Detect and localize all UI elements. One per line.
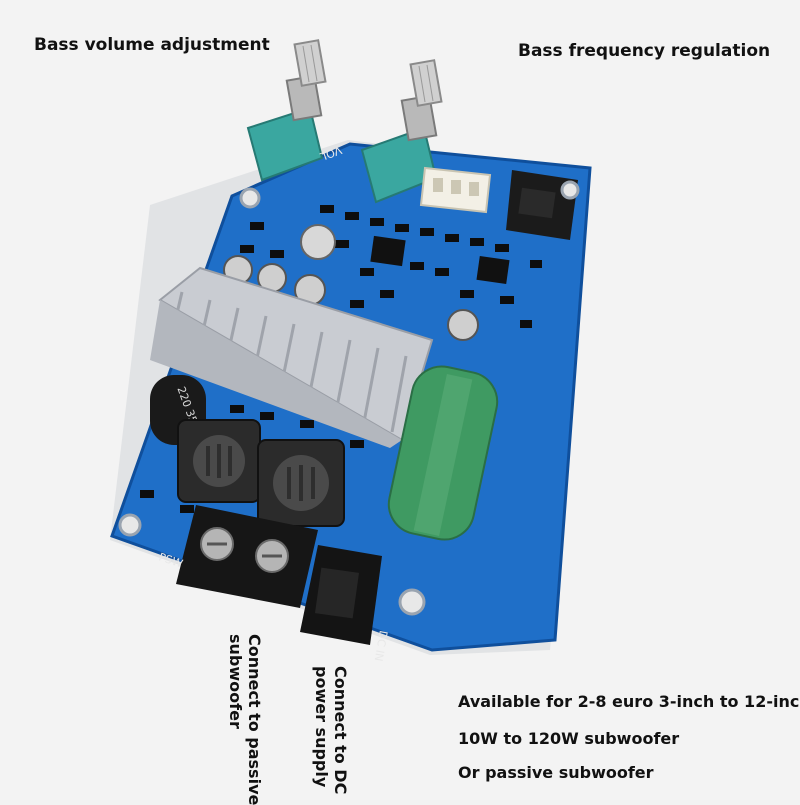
ic-chip-1 xyxy=(370,235,406,267)
large-green-capacitor xyxy=(387,365,499,541)
inductor-2 xyxy=(257,439,345,527)
small-capacitors xyxy=(223,224,479,341)
inductor-1 xyxy=(177,419,261,503)
connect-dc-line1: Connect to DC xyxy=(331,666,350,795)
ic-chip-2 xyxy=(476,256,510,284)
connect-subwoofer-label: Connect to passive subwoofer xyxy=(226,634,264,805)
mounting-holes xyxy=(118,180,580,616)
available-line-1: Available for 2-8 euro 3-inch to 12-inch xyxy=(458,692,800,711)
dc-power-jack xyxy=(300,545,382,645)
bass-frequency-label: Bass frequency regulation xyxy=(518,41,771,61)
connect-dc-label: Connect to DC power supply xyxy=(312,666,350,794)
dcin-silkscreen: DC IN xyxy=(372,629,390,662)
heatsink xyxy=(150,266,434,448)
audio-jack xyxy=(506,170,578,240)
bass-volume-potentiometer xyxy=(246,39,327,182)
smd-components xyxy=(140,205,542,513)
input-connector xyxy=(419,166,492,214)
available-line-2: 10W to 120W subwoofer xyxy=(458,729,680,748)
bass-frequency-potentiometer xyxy=(360,59,443,204)
available-line-3: Or passive subwoofer xyxy=(458,763,654,782)
connect-dc-line2: power supply xyxy=(312,666,331,788)
connect-subwoofer-line2: subwoofer xyxy=(226,634,245,729)
connect-subwoofer-line1: Connect to passive xyxy=(245,634,264,805)
speaker-screw-terminal xyxy=(176,505,318,608)
bass-volume-label: Bass volume adjustment xyxy=(34,35,270,55)
